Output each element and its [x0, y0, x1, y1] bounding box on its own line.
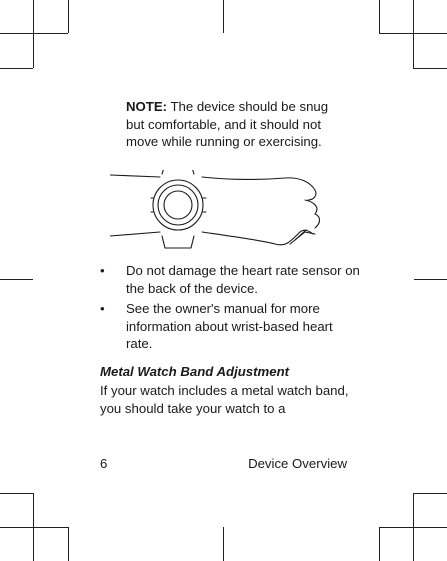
crop-mark [379, 527, 380, 561]
crop-mark [413, 493, 414, 561]
bullet-symbol: • [100, 301, 105, 316]
crop-mark [413, 68, 447, 69]
section-body: If your watch includes a metal watch ban… [100, 383, 349, 416]
crop-mark [413, 0, 414, 68]
crop-mark [0, 493, 33, 494]
crop-mark [68, 0, 69, 33]
crop-mark [379, 0, 380, 33]
crop-mark [33, 0, 34, 68]
bullet-symbol: • [100, 263, 105, 278]
crop-mark [223, 0, 224, 33]
bullet-list: • Do not damage the heart rate sensor on… [100, 262, 360, 356]
note-text: The device should be snug but comfortabl… [126, 99, 329, 149]
running-head: Device Overview [248, 456, 347, 471]
note-label: NOTE: [126, 99, 168, 114]
crop-mark [68, 527, 69, 561]
crop-mark [33, 493, 34, 561]
crop-mark [413, 493, 447, 494]
bullet-text: Do not damage the heart rate sensor on t… [126, 263, 360, 296]
crop-mark [0, 527, 68, 528]
list-item: • Do not damage the heart rate sensor on… [100, 262, 360, 297]
page-number: 6 [100, 456, 108, 471]
section-title: Metal Watch Band Adjustment [100, 364, 290, 379]
wrist-watch-placement-icon [110, 170, 321, 249]
crop-mark [414, 279, 447, 280]
crop-mark [0, 279, 33, 280]
crop-mark [0, 33, 68, 34]
bullet-text: See the owner's manual for more informat… [126, 301, 333, 351]
list-item: • See the owner's manual for more inform… [100, 300, 360, 353]
note-paragraph: NOTE: The device should be snug but comf… [126, 98, 346, 151]
crop-mark [0, 68, 33, 69]
crop-mark [223, 527, 224, 561]
